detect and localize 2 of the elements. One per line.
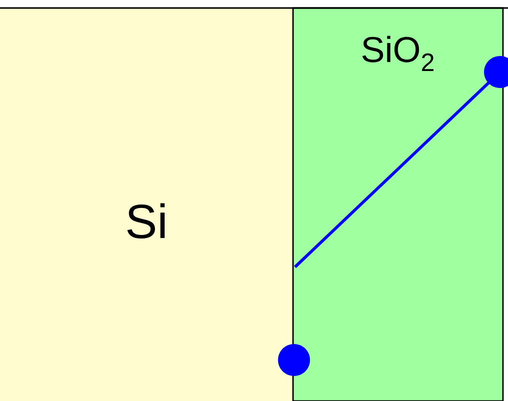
layer-region: Si bbox=[0, 8, 293, 401]
layer-region: SiO$_{2}$ bbox=[292, 7, 504, 401]
